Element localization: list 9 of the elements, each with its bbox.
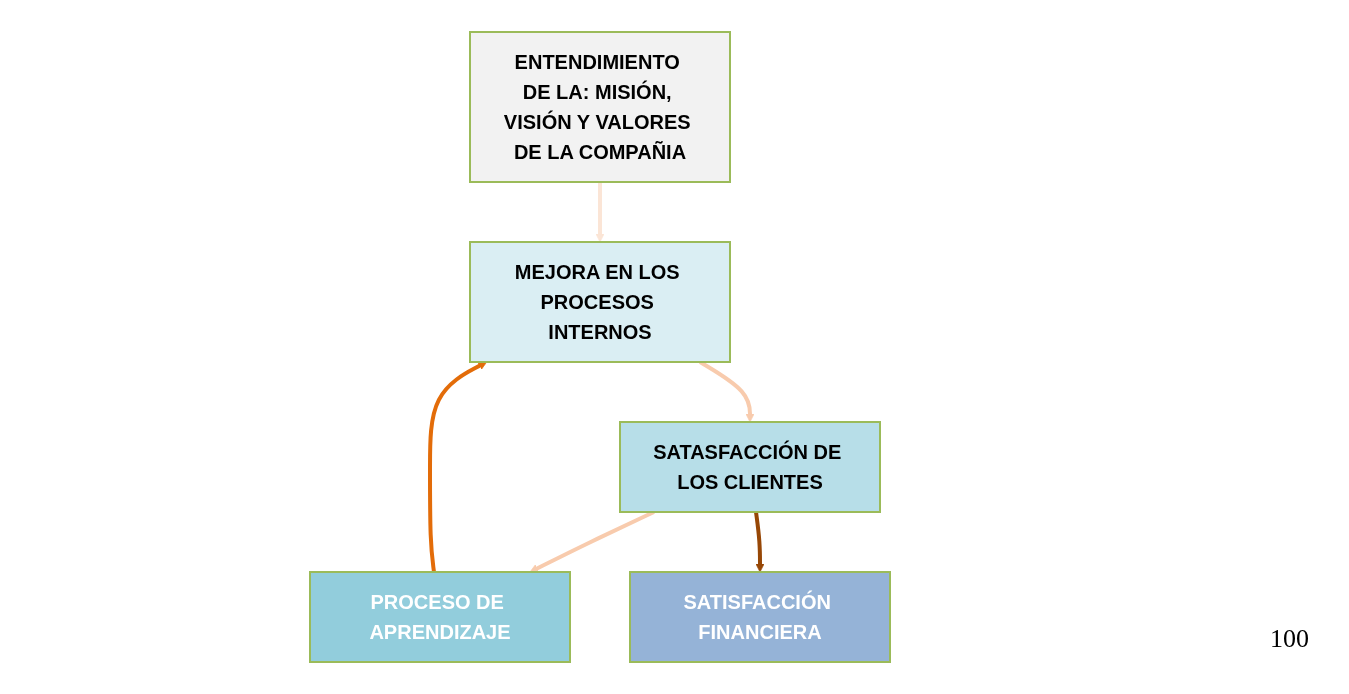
arrow xyxy=(595,182,605,243)
node-box: ENTENDIMIENTO DE LA: MISIÓN, VISIÓN Y VALORES DE LA COMPAÑIA xyxy=(469,31,731,183)
node-box: SATASFACCIÓN DE LOS CLIENTES xyxy=(619,421,881,513)
node-box: PROCESO DE APRENDIZAJE xyxy=(309,571,571,663)
node-box: MEJORA EN LOS PROCESOS INTERNOS xyxy=(469,241,731,363)
arrow xyxy=(428,361,488,573)
page-number: 100 xyxy=(1270,624,1309,654)
node-box: SATISFACCIÓN FINANCIERA xyxy=(629,571,891,663)
arrow xyxy=(754,511,765,573)
